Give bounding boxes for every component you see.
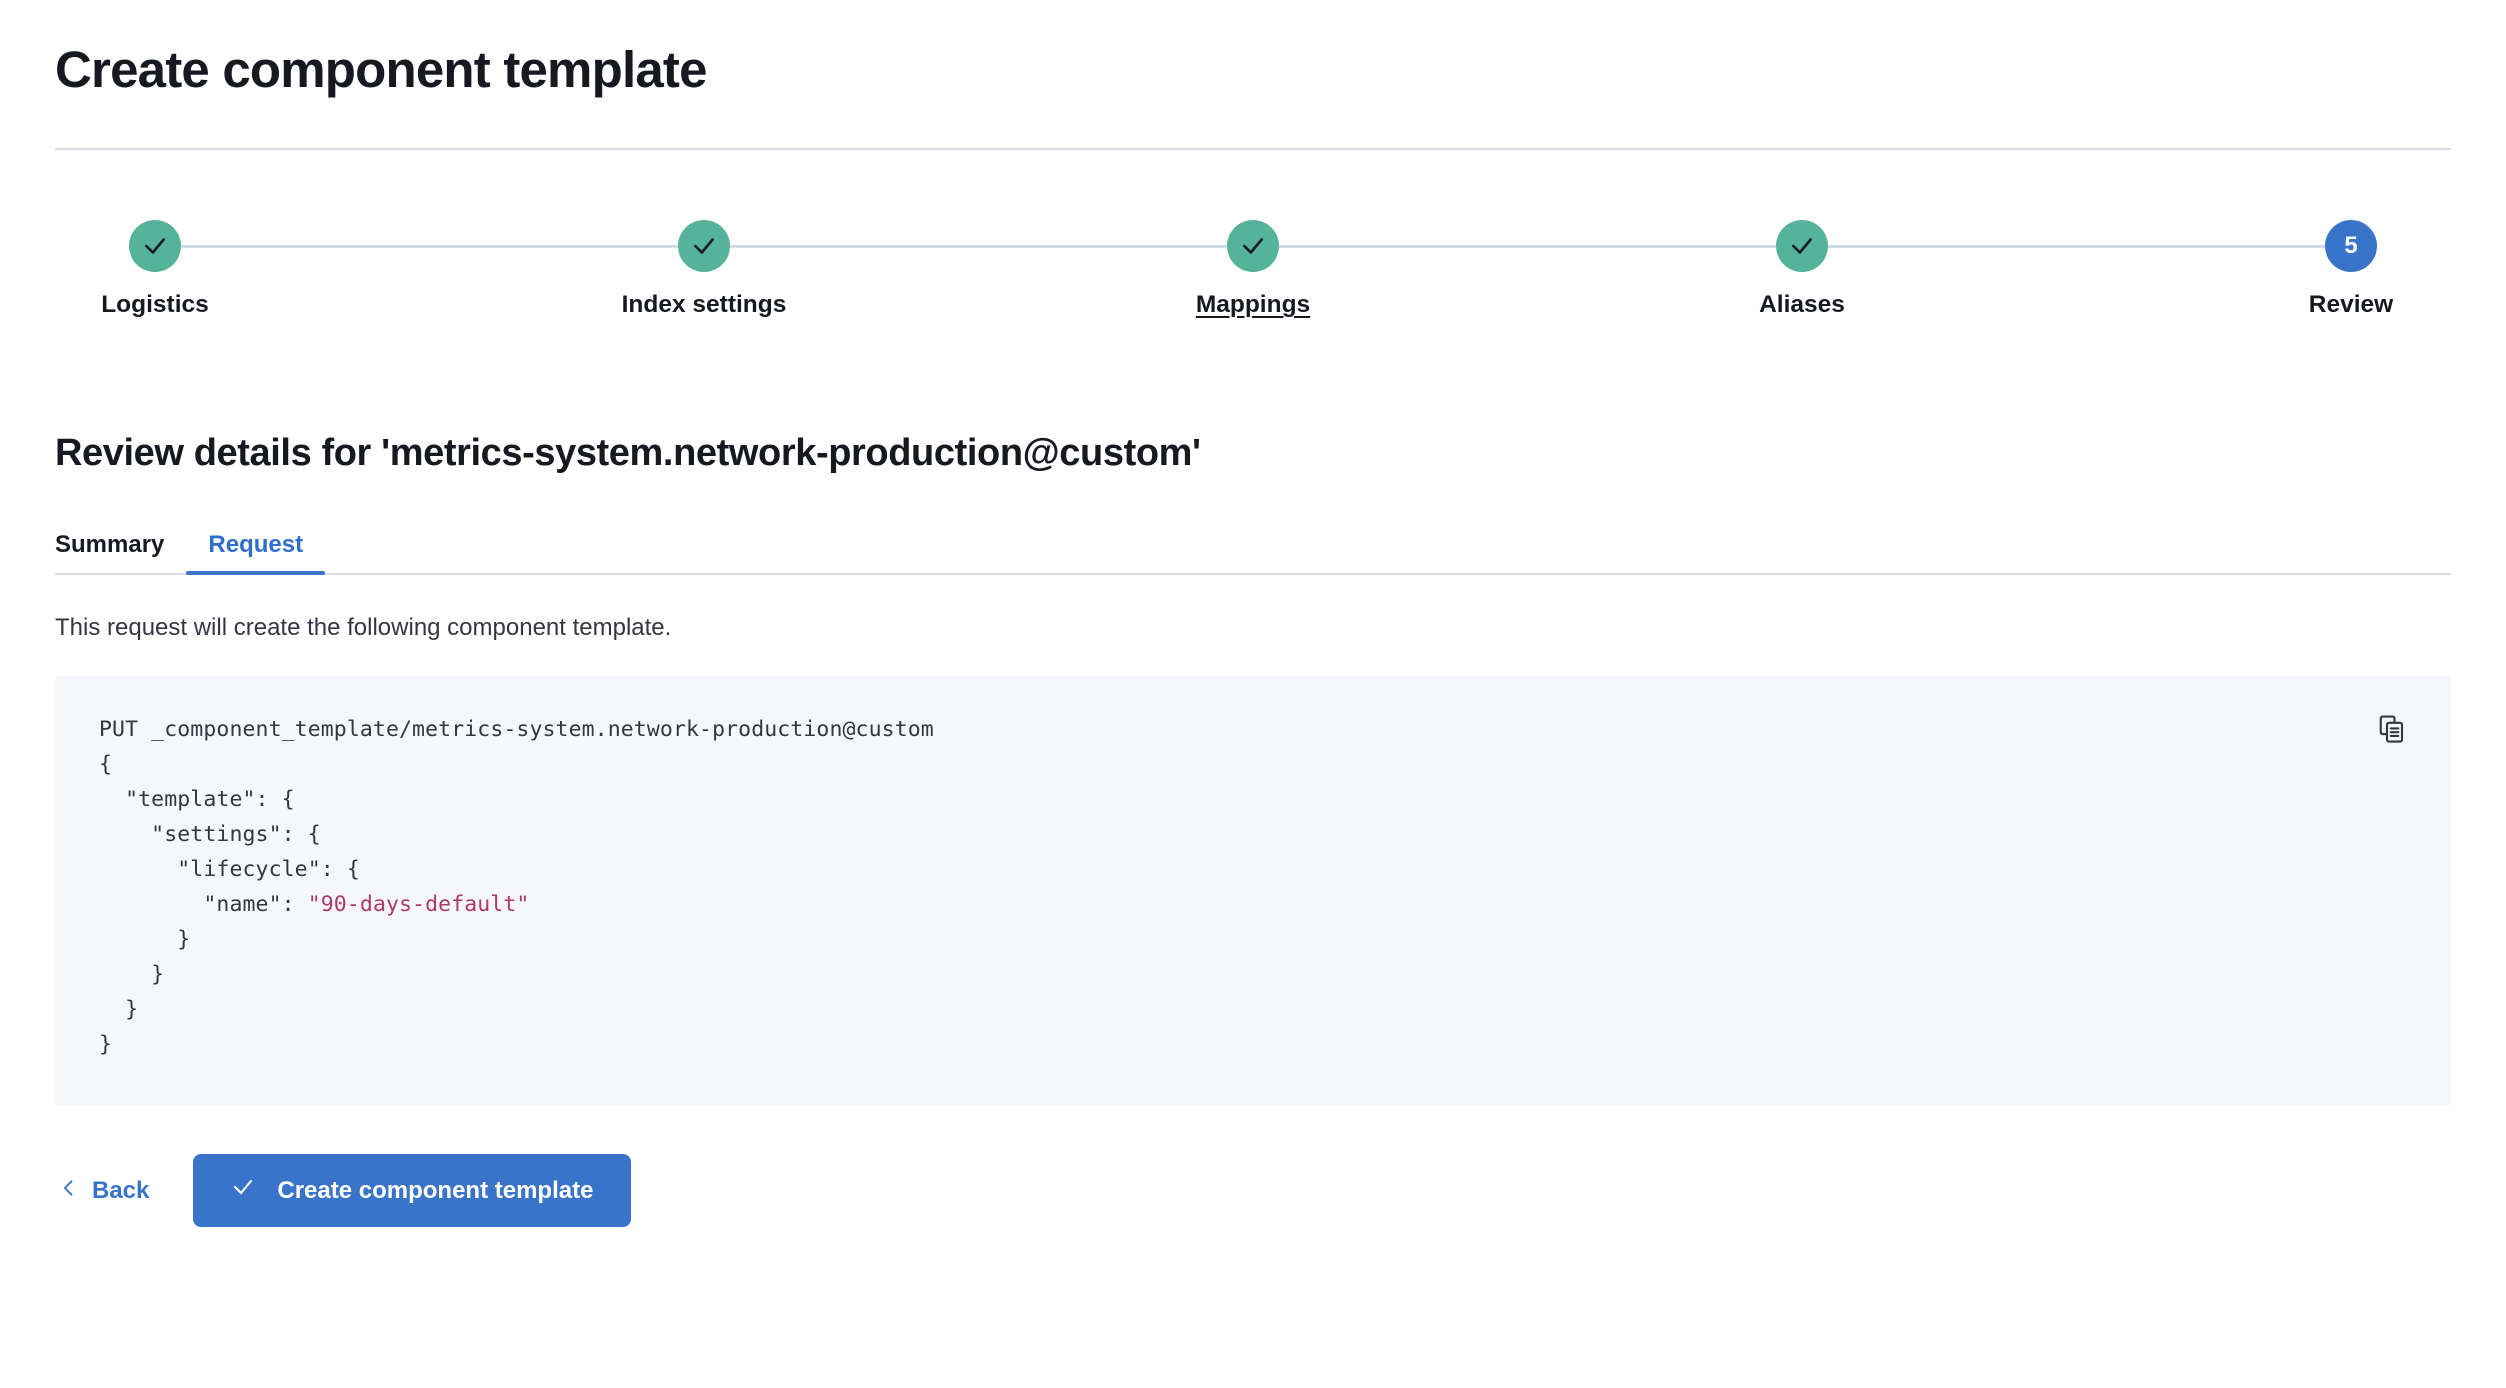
- step-circle-complete: [129, 220, 181, 273]
- check-icon: [691, 233, 717, 259]
- check-icon: [231, 1175, 255, 1206]
- code-line: }: [99, 926, 191, 952]
- code-line: }: [99, 961, 165, 987]
- step-circle-current: 5: [2325, 220, 2377, 273]
- request-description: This request will create the following c…: [55, 614, 672, 642]
- check-icon: [1240, 233, 1266, 259]
- review-tabs: Summary Request: [55, 513, 2451, 576]
- code-line: }: [99, 1031, 113, 1057]
- page-title: Create component template: [55, 41, 707, 98]
- code-line-key: "name":: [99, 891, 308, 917]
- step-circle-complete: [678, 220, 730, 273]
- tab-request[interactable]: Request: [186, 533, 325, 576]
- create-button-label: Create component template: [277, 1176, 594, 1204]
- chevron-left-icon: [59, 1177, 79, 1205]
- wizard-step-label: Review: [2308, 291, 2394, 319]
- tab-summary[interactable]: Summary: [55, 533, 186, 573]
- wizard-step-logistics[interactable]: Logistics: [55, 220, 255, 319]
- step-circle-complete: [1776, 220, 1828, 273]
- wizard-stepper: Logistics Index settings Mappings: [55, 220, 2451, 370]
- create-component-template-button[interactable]: Create component template: [193, 1154, 632, 1227]
- step-number: 5: [2344, 232, 2358, 260]
- code-line: "lifecycle": {: [99, 856, 360, 882]
- wizard-step-index-settings[interactable]: Index settings: [604, 220, 804, 319]
- step-connector-1: [181, 244, 678, 248]
- step-connector-3: [1279, 244, 1776, 248]
- wizard-actions: Back Create component template: [55, 1154, 2451, 1227]
- check-icon: [1789, 233, 1815, 259]
- wizard-step-mappings[interactable]: Mappings: [1153, 220, 1353, 319]
- code-line: PUT _component_template/metrics-system.n…: [99, 716, 934, 742]
- wizard-step-label: Logistics: [101, 291, 209, 319]
- code-line: }: [99, 996, 139, 1022]
- wizard-step-aliases[interactable]: Aliases: [1702, 220, 1902, 319]
- step-connector-2: [730, 244, 1227, 248]
- code-line-value: "90-days-default": [307, 891, 530, 917]
- step-connector-4: [1828, 244, 2325, 248]
- wizard-step-review[interactable]: 5 Review: [2251, 220, 2451, 319]
- review-heading: Review details for 'metrics-system.netwo…: [55, 432, 1201, 475]
- request-code-block: PUT _component_template/metrics-system.n…: [99, 712, 2407, 1062]
- check-icon: [142, 233, 168, 259]
- step-circle-complete: [1227, 220, 1279, 273]
- code-line: {: [99, 751, 113, 777]
- back-button-label: Back: [92, 1176, 150, 1204]
- copy-clipboard-icon[interactable]: [2371, 708, 2413, 750]
- code-line: "template": {: [99, 786, 295, 812]
- wizard-step-label[interactable]: Mappings: [1195, 291, 1311, 319]
- header-divider: [55, 148, 2451, 151]
- wizard-step-label: Index settings: [621, 291, 787, 319]
- code-line: "settings": {: [99, 821, 321, 847]
- wizard-step-label: Aliases: [1759, 291, 1845, 319]
- back-button[interactable]: Back: [55, 1169, 153, 1213]
- request-code-panel: PUT _component_template/metrics-system.n…: [55, 675, 2451, 1106]
